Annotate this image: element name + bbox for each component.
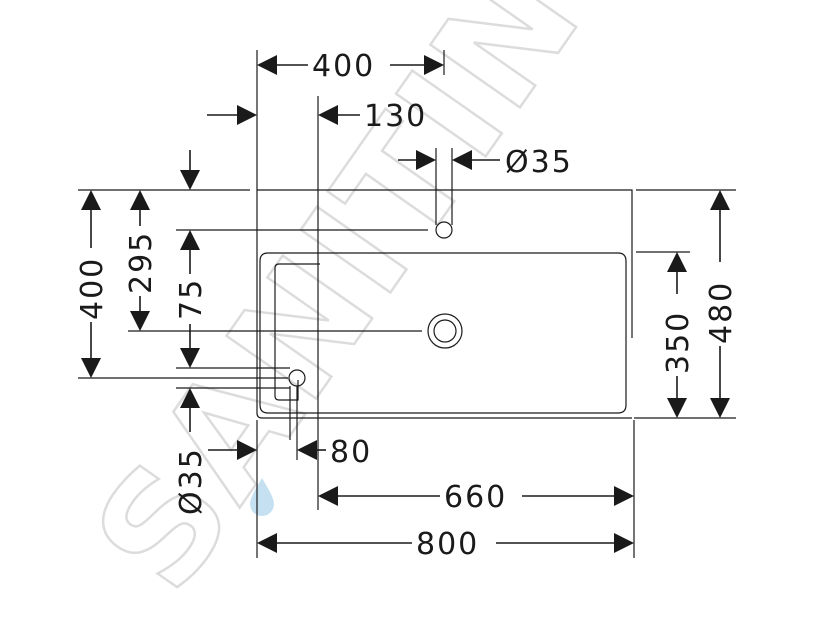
dim-basin-width-label: 660 <box>444 480 507 515</box>
dim-offset-80-label: 80 <box>330 435 372 470</box>
dim-total-depth-label: 480 <box>704 281 739 344</box>
dim-height-295-label: 295 <box>124 231 159 294</box>
dim-height-295: 295 <box>124 190 159 331</box>
dim-tap-hole-side: Ø35 <box>174 388 209 515</box>
dim-basin-height-label: 350 <box>661 311 696 374</box>
drain-inner-icon <box>433 319 457 343</box>
dim-tap-hole-top: Ø35 <box>398 145 573 180</box>
dim-total-depth: 480 <box>704 190 739 418</box>
dim-basin-width: 660 <box>318 480 634 515</box>
dim-height-75-label: 75 <box>174 278 209 320</box>
dim-total-width-label: 800 <box>416 527 479 562</box>
dim-tap-hole-top-label: Ø35 <box>505 145 573 180</box>
dim-left-height-400: 400 <box>75 190 110 378</box>
dim-offset-130: 130 <box>207 99 427 134</box>
dim-top-width: 400 <box>257 49 444 84</box>
washbasin-outline <box>256 189 633 419</box>
basin-bowl <box>259 252 627 414</box>
extension-lines <box>78 50 736 558</box>
watermark-text: SANITINO <box>62 0 691 621</box>
dim-offset-130-label: 130 <box>364 99 427 134</box>
dim-offset-80: 80 <box>297 435 372 470</box>
dim-height-75: 75 <box>174 230 209 368</box>
watermark: SANITINO <box>61 0 693 622</box>
dim-basin-height: 350 <box>661 252 696 418</box>
dim-tap-hole-side-label: Ø35 <box>174 447 209 515</box>
dim-arrow-top-left <box>180 150 200 190</box>
drain-outer-icon <box>427 313 463 349</box>
dim-arrow-bottom-left <box>208 440 257 460</box>
tap-hole-top-icon <box>435 221 453 239</box>
dim-left-height-400-label: 400 <box>75 257 110 320</box>
dim-top-width-label: 400 <box>312 49 375 84</box>
watermark-drop-icon <box>250 478 274 516</box>
dim-total-width: 800 <box>257 527 634 562</box>
